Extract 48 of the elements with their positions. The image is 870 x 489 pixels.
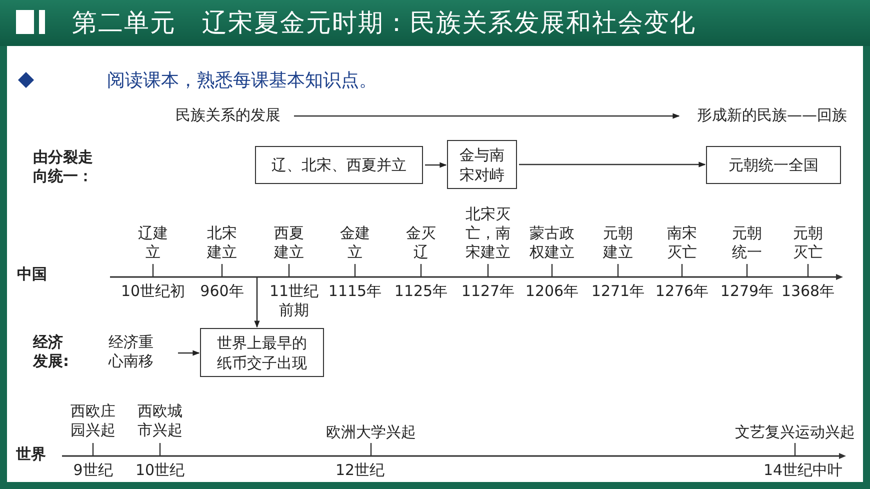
date-label: 10世纪: [134, 461, 186, 480]
date-label: 12世纪: [334, 461, 386, 480]
date-label: 1279年: [719, 282, 775, 301]
date-label: 1125年: [393, 282, 449, 301]
date-label: 14世纪中叶: [762, 461, 844, 480]
row-heading: 世界: [16, 445, 47, 464]
flow-text: 经济重心南移: [106, 333, 156, 373]
process-box: 世界上最早的纸币交子出现: [200, 328, 324, 377]
event-label: 金建立: [339, 224, 371, 262]
event-label: 元朝建立: [602, 224, 634, 262]
event-label: 文艺复兴运动兴起: [734, 423, 856, 442]
event-label: 北宋建立: [206, 224, 238, 262]
event-label: 西欧城市兴起: [136, 402, 184, 440]
event-label: 金灭辽: [405, 224, 437, 262]
row-heading: 中国: [17, 265, 48, 284]
arrow: [254, 277, 260, 328]
process-box: 辽、北宋、西夏并立: [255, 146, 423, 184]
date-label: 1271年: [590, 282, 646, 301]
row-heading: 经济发展:: [33, 333, 70, 371]
row-heading: 由分裂走向统一：: [33, 148, 94, 186]
event-label: 北宋灭亡，南宋建立: [464, 205, 512, 262]
title: 第二单元 辽宋夏金元时期：民族关系发展和社会变化: [72, 8, 696, 38]
date-label: 1115年: [327, 282, 383, 301]
flow-text: 形成新的民族——回族: [682, 106, 862, 126]
date-label: 1127年: [460, 282, 516, 301]
event-label: 西夏建立: [272, 224, 305, 262]
date-label: 11世纪前期: [269, 282, 319, 320]
event-label: 欧洲大学兴起: [325, 423, 417, 442]
arrow: [425, 162, 447, 168]
arrow: [519, 162, 706, 168]
event-label: 元朝灭亡: [792, 224, 824, 262]
event-label: 南宋灭亡: [666, 224, 698, 262]
date-label: 1276年: [654, 282, 710, 301]
arrow: [294, 113, 680, 119]
date-label: 9世纪: [72, 461, 114, 480]
arrow: [178, 350, 200, 356]
flow-text: 民族关系的发展: [165, 106, 291, 126]
event-label: 西欧庄园兴起: [70, 402, 116, 440]
date-label: 10世纪初: [121, 282, 185, 301]
process-box: 金与南宋对峙: [447, 140, 517, 189]
instruction-text: 阅读课本，熟悉每课基本知识点。: [106, 69, 378, 93]
event-label: 元朝统一: [731, 224, 763, 262]
process-box: 元朝统一全国: [706, 146, 841, 184]
date-label: 960年: [199, 282, 245, 301]
date-label: 1206年: [524, 282, 580, 301]
event-label: 蒙古政权建立: [528, 224, 576, 262]
event-label: 辽建立: [137, 224, 169, 262]
date-label: 1368年: [780, 282, 836, 301]
